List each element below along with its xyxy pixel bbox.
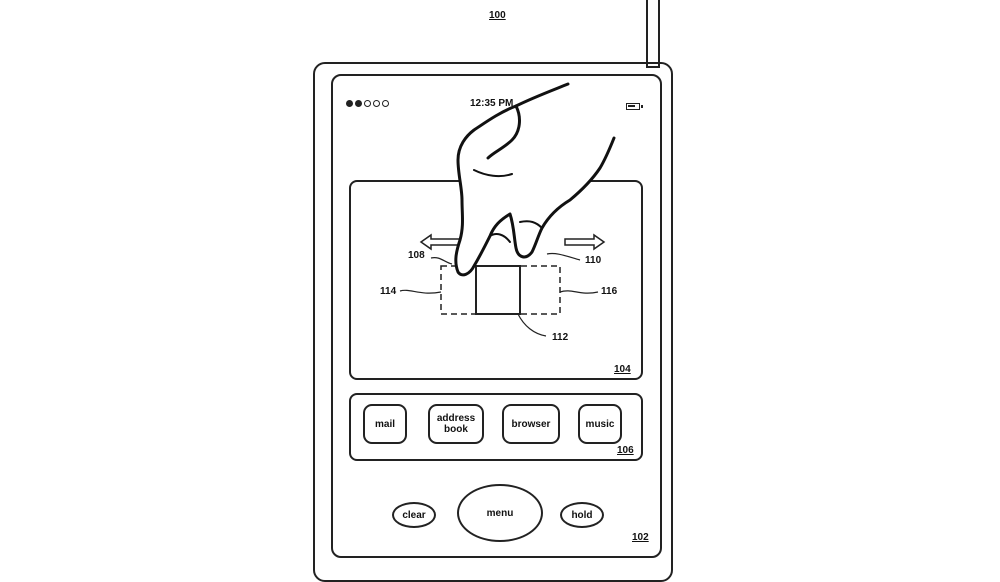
gesture-illustration (399, 82, 616, 337)
battery-icon (626, 103, 643, 110)
selected-object (475, 265, 521, 315)
signal-dot (364, 100, 371, 107)
device-face (331, 74, 662, 558)
clear-button[interactable]: clear (392, 502, 436, 528)
status-time: 12:35 PM (470, 98, 514, 109)
ref-label-112: 112 (552, 332, 569, 343)
address-book-app-button[interactable]: address book (428, 404, 484, 444)
device-ref-label: 102 (632, 532, 649, 543)
mail-app-button[interactable]: mail (363, 404, 407, 444)
hand-icon (454, 82, 616, 277)
expanded-object-outline (440, 265, 561, 315)
signal-strength-icon (346, 100, 389, 107)
ref-label-110: 110 (585, 255, 602, 266)
music-app-button[interactable]: music (578, 404, 622, 444)
arrow-left-icon (419, 233, 463, 251)
app-dock (349, 393, 643, 461)
browser-app-button[interactable]: browser (502, 404, 560, 444)
ref-label-108: 108 (408, 250, 425, 261)
signal-dot (373, 100, 380, 107)
ref-label-116: 116 (601, 286, 618, 297)
signal-dot (355, 100, 362, 107)
dock-ref-label: 106 (617, 445, 634, 456)
screen-ref-label: 104 (614, 364, 631, 375)
menu-button[interactable]: menu (457, 484, 543, 542)
antenna (646, 0, 660, 68)
ref-label-114: 114 (380, 286, 397, 297)
signal-dot (382, 100, 389, 107)
figure-number: 100 (489, 10, 506, 21)
arrow-right-icon (564, 233, 606, 251)
signal-dot (346, 100, 353, 107)
hold-button[interactable]: hold (560, 502, 604, 528)
